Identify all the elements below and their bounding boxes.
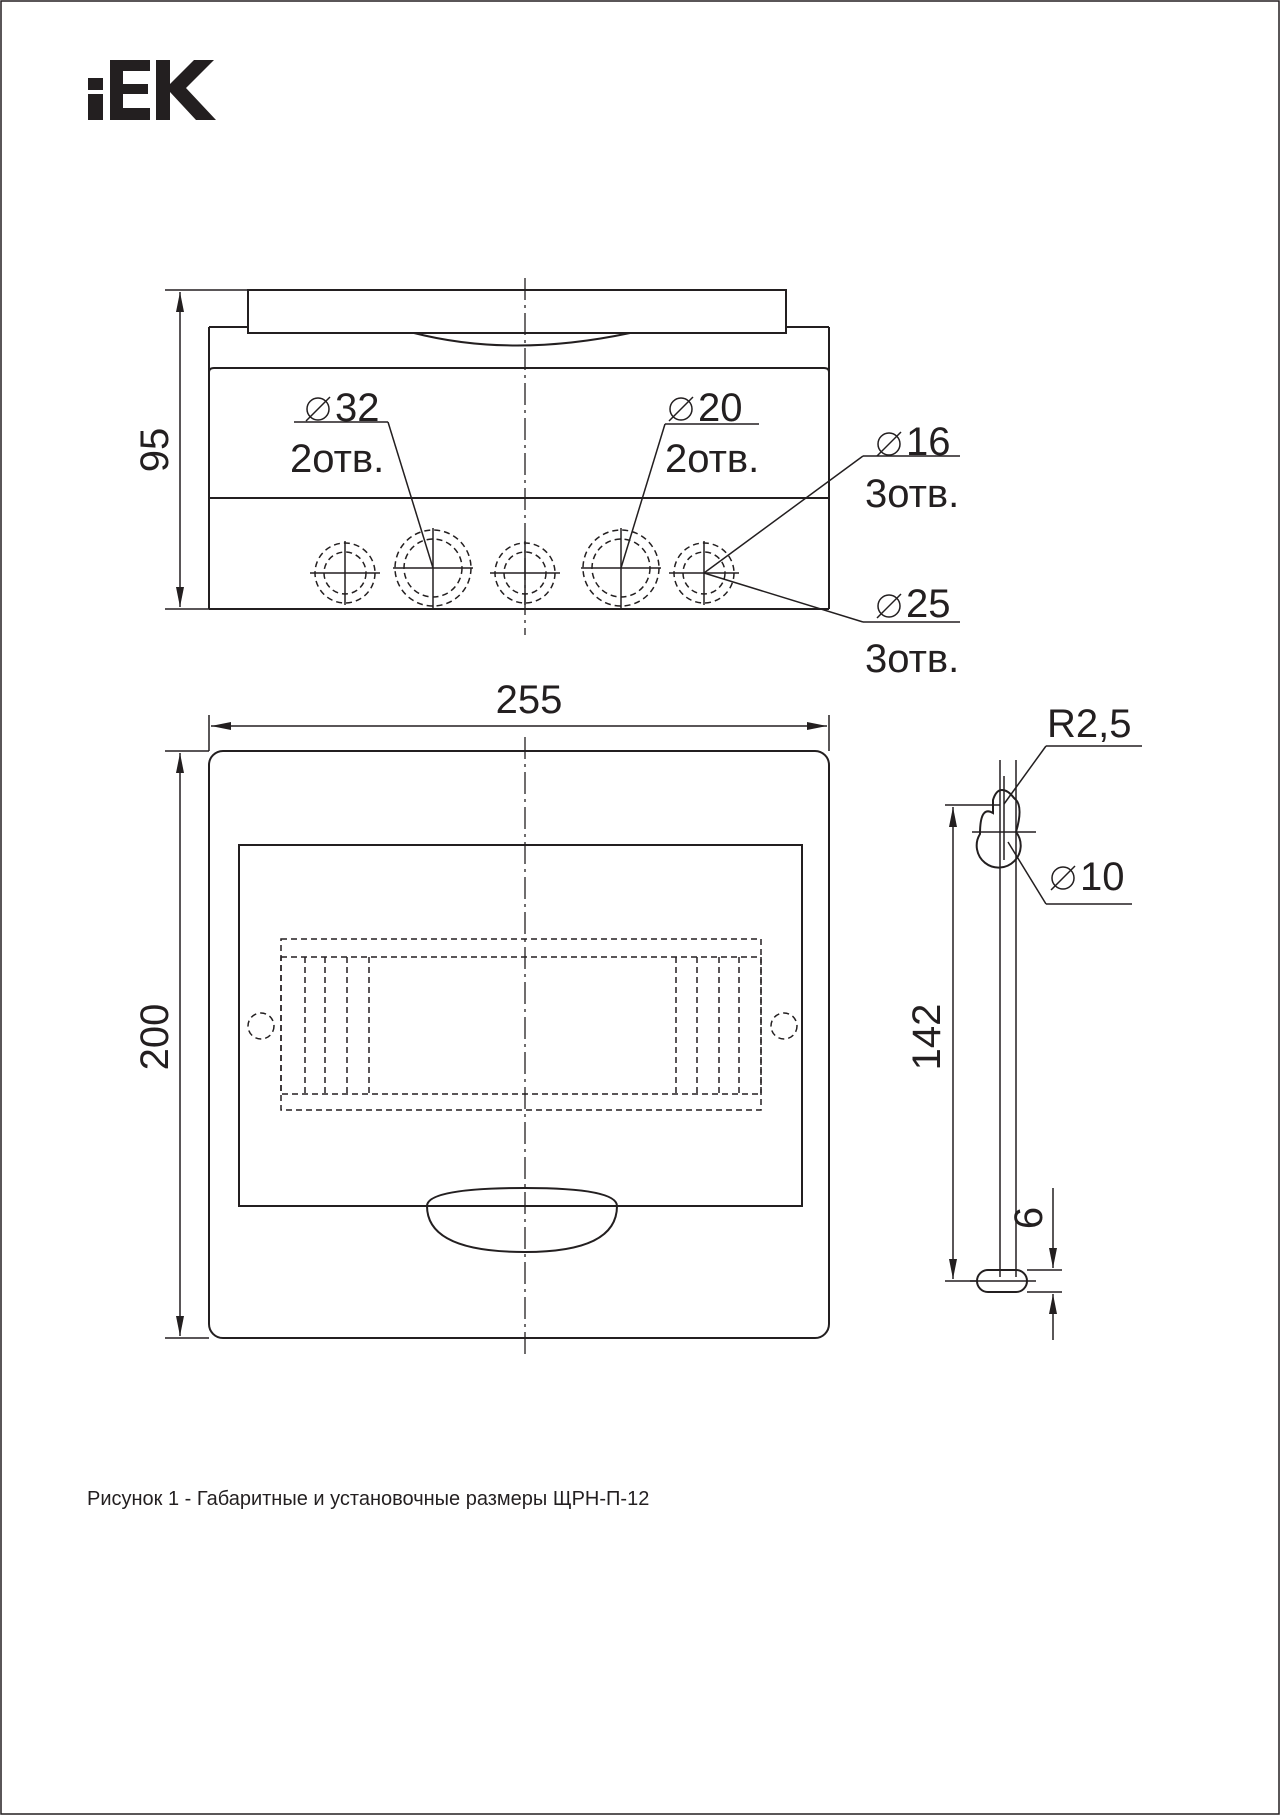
hole-16-callout: 16 3отв. [865,420,959,516]
hole-25-label: 25 [906,582,951,626]
front-body [208,750,830,1339]
front-window [238,844,803,1207]
side-view: 95 32 2отв. 20 2отв. 16 3отв. [133,278,960,681]
keyhole-diameter-label: 10 [1080,855,1125,899]
front-handle [425,1186,619,1254]
hole-32-count: 2отв. [290,437,384,481]
radius-label: R2,5 [1047,702,1132,746]
slot-6-label: 6 [1007,1207,1051,1229]
keyhole-diameter-callout: 10 [1050,855,1125,899]
keyhole [975,788,1022,869]
din-rail-dashed [247,938,798,1111]
front-view: 255 200 [133,678,830,1354]
hole-20-label: 20 [698,386,743,430]
side-handle [413,332,631,347]
height-95-label: 95 [133,428,177,473]
hole-25-callout: 25 3отв. [865,582,959,681]
hole-20-count: 2отв. [665,437,759,481]
height-200-label: 200 [133,1004,177,1071]
mounting-detail: R2,5 10 142 6 [905,702,1142,1340]
side-cover [247,289,787,334]
hole-32-callout: 32 2отв. [290,386,384,481]
mount-142-label: 142 [905,1004,949,1071]
hole-32-label: 32 [335,386,380,430]
figure-caption: Рисунок 1 - Габаритные и установочные ра… [87,1488,649,1510]
hole-16-count: 3отв. [865,472,959,516]
side-body-outline [208,326,830,610]
width-255-label: 255 [496,678,563,722]
hole-25-count: 3отв. [865,637,959,681]
iek-logo [88,60,216,120]
hole-20-callout: 20 2отв. [665,386,759,481]
hole-16-label: 16 [906,420,951,464]
